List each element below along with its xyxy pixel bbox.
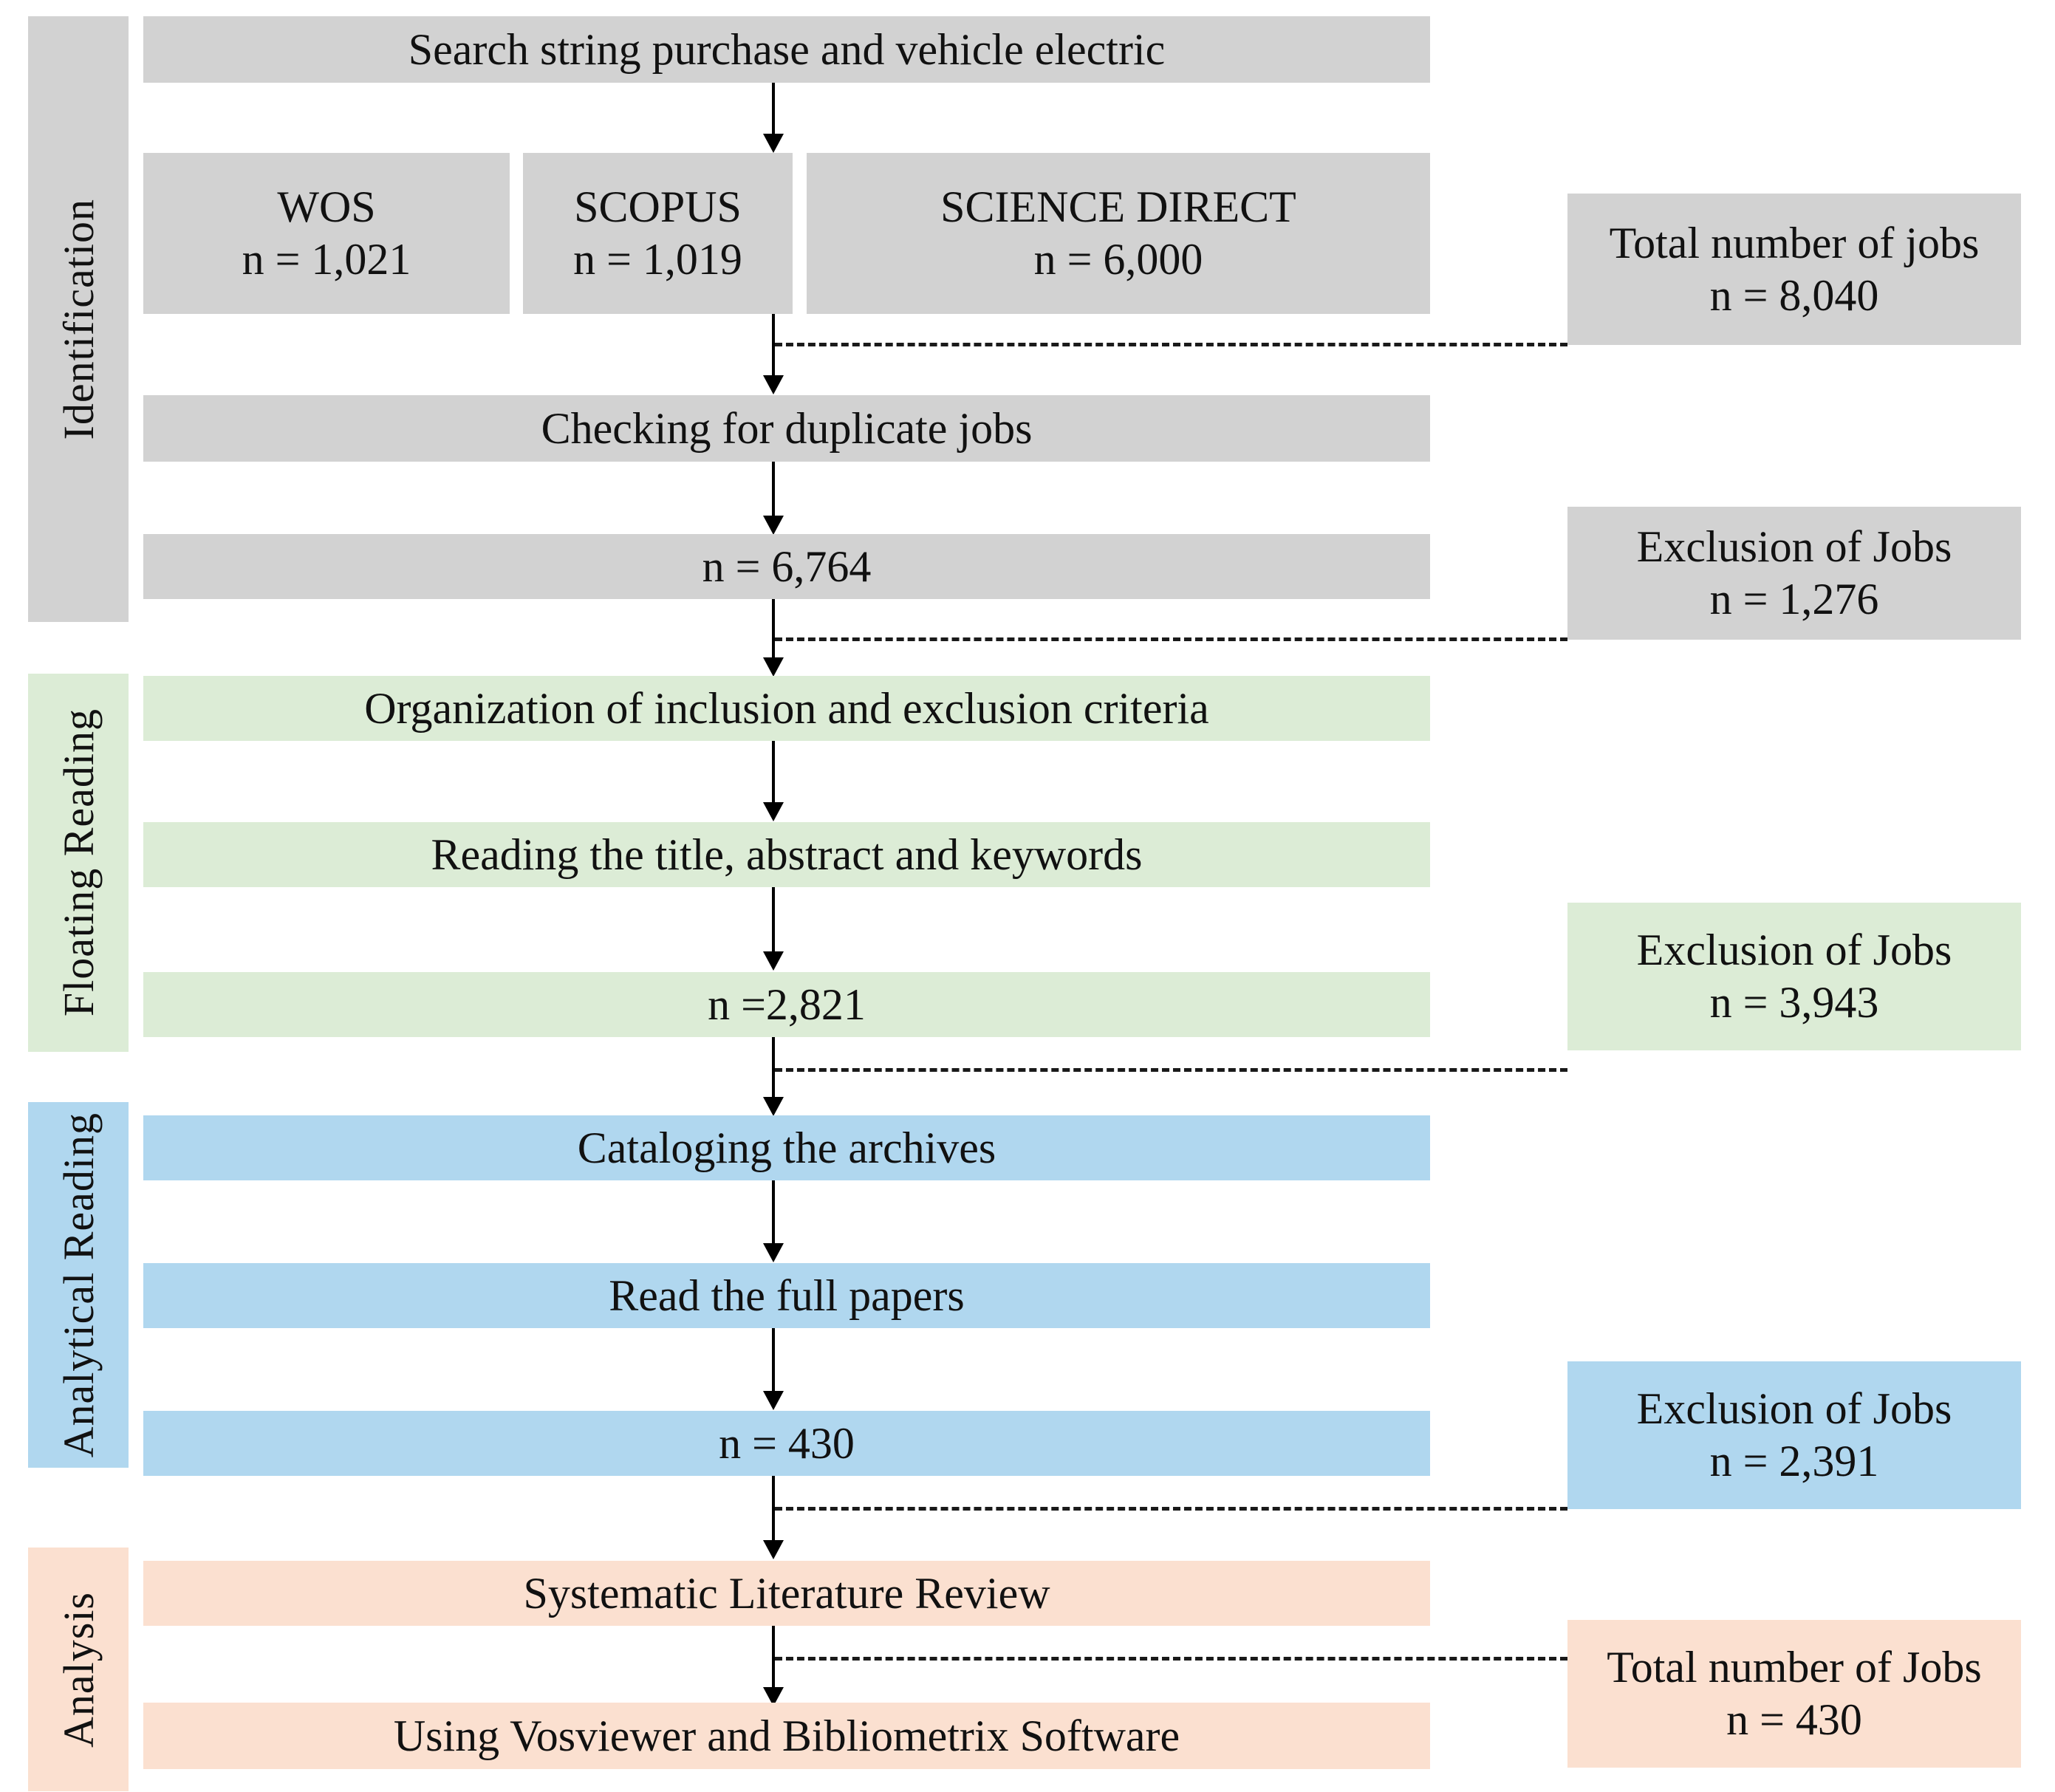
node-wos-line1: WOS xyxy=(277,182,376,232)
node-after-screen-line1: n =2,821 xyxy=(708,979,866,1029)
stage-label-analytical-reading-text: Analytical Reading xyxy=(54,1112,103,1458)
arrow-stem xyxy=(772,1180,775,1245)
arrow-search-to-sources xyxy=(763,83,784,153)
arrow-stem xyxy=(772,1037,775,1099)
arrow-slr-to-software xyxy=(763,1626,784,1707)
node-science-direct-line1: SCIENCE DIRECT xyxy=(940,182,1296,232)
node-exclusion-3-line1: Exclusion of Jobs xyxy=(1636,1384,1952,1434)
node-after-screen: n =2,821 xyxy=(143,972,1430,1037)
node-total-final-line1: Total number of Jobs xyxy=(1607,1643,1982,1692)
node-total-final: Total number of Jobs n = 430 xyxy=(1567,1620,2021,1768)
node-slr: Systematic Literature Review xyxy=(143,1561,1430,1626)
node-scopus-line1: SCOPUS xyxy=(574,182,742,232)
stage-label-identification: Identification xyxy=(28,16,129,622)
arrow-head xyxy=(763,375,784,394)
node-total-final-line2: n = 430 xyxy=(1726,1695,1862,1744)
node-slr-line1: Systematic Literature Review xyxy=(523,1568,1050,1618)
node-scopus-line2: n = 1,019 xyxy=(573,235,742,284)
node-full-papers-line1: Read the full papers xyxy=(609,1271,965,1320)
node-title-abstract-line1: Reading the title, abstract and keywords xyxy=(431,830,1143,879)
arrow-head xyxy=(763,516,784,535)
stage-label-analytical-reading: Analytical Reading xyxy=(28,1102,129,1468)
node-exclusion-1-line1: Exclusion of Jobs xyxy=(1636,522,1952,572)
node-exclusion-2-line2: n = 3,943 xyxy=(1709,978,1879,1027)
node-criteria: Organization of inclusion and exclusion … xyxy=(143,676,1430,741)
node-duplicate-check: Checking for duplicate jobs xyxy=(143,395,1430,462)
arrow-stem xyxy=(772,887,775,954)
arrow-stem xyxy=(772,314,775,377)
stage-label-identification-text: Identification xyxy=(54,198,103,440)
node-total-jobs-line1: Total number of jobs xyxy=(1609,218,1980,267)
arrow-stem xyxy=(772,1476,775,1542)
node-scopus: SCOPUS n = 1,019 xyxy=(523,153,793,314)
arrow-head xyxy=(763,951,784,971)
node-exclusion-2: Exclusion of Jobs n = 3,943 xyxy=(1567,903,2021,1050)
node-cataloging-line1: Cataloging the archives xyxy=(577,1123,996,1172)
arrow-stem xyxy=(772,1626,775,1689)
node-after-dupes-line1: n = 6,764 xyxy=(702,541,872,591)
arrow-head xyxy=(763,1391,784,1410)
node-exclusion-1-line2: n = 1,276 xyxy=(1709,575,1879,623)
dashed-link-total-final xyxy=(775,1657,1567,1661)
node-title-abstract: Reading the title, abstract and keywords xyxy=(143,822,1430,887)
node-after-full-line1: n = 430 xyxy=(719,1418,855,1468)
arrow-title-to-count xyxy=(763,887,784,972)
node-software: Using Vosviewer and Bibliometrix Softwar… xyxy=(143,1703,1430,1769)
dashed-link-exclusion-3 xyxy=(775,1507,1567,1511)
arrow-stem xyxy=(772,83,775,136)
arrow-count-to-criteria xyxy=(763,599,784,677)
node-after-full: n = 430 xyxy=(143,1411,1430,1476)
arrow-head xyxy=(763,1243,784,1262)
arrow-head xyxy=(763,134,784,153)
node-science-direct: SCIENCE DIRECT n = 6,000 xyxy=(807,153,1430,314)
arrow-head xyxy=(763,657,784,677)
arrow-criteria-to-title xyxy=(763,741,784,822)
arrow-screen-to-cataloging xyxy=(763,1037,784,1117)
node-cataloging: Cataloging the archives xyxy=(143,1115,1430,1180)
node-exclusion-3: Exclusion of Jobs n = 2,391 xyxy=(1567,1361,2021,1509)
arrow-duplicates-to-count xyxy=(763,462,784,536)
node-total-jobs: Total number of jobs n = 8,040 xyxy=(1567,194,2021,345)
node-software-line1: Using Vosviewer and Bibliometrix Softwar… xyxy=(393,1711,1180,1760)
stage-label-floating-reading-text: Floating Reading xyxy=(54,708,103,1017)
stage-label-analysis-text: Analysis xyxy=(54,1591,103,1748)
node-total-jobs-line2: n = 8,040 xyxy=(1709,270,1879,320)
arrow-stem xyxy=(772,599,775,660)
arrow-stem xyxy=(772,741,775,804)
node-exclusion-2-line1: Exclusion of Jobs xyxy=(1636,926,1952,975)
arrow-full-to-count xyxy=(763,1328,784,1411)
node-exclusion-3-line2: n = 2,391 xyxy=(1709,1437,1879,1485)
node-science-direct-line2: n = 6,000 xyxy=(1033,235,1203,284)
node-duplicate-check-line1: Checking for duplicate jobs xyxy=(541,403,1033,453)
node-wos-line2: n = 1,021 xyxy=(242,235,411,284)
node-search-string: Search string purchase and vehicle elect… xyxy=(143,16,1430,83)
stage-label-floating-reading: Floating Reading xyxy=(28,674,129,1052)
node-exclusion-1: Exclusion of Jobs n = 1,276 xyxy=(1567,507,2021,640)
arrow-cataloging-to-full xyxy=(763,1180,784,1263)
dashed-link-total-jobs xyxy=(775,343,1567,346)
dashed-link-exclusion-2 xyxy=(775,1068,1567,1072)
arrow-sources-to-duplicates xyxy=(763,314,784,395)
stage-label-analysis: Analysis xyxy=(28,1548,129,1791)
node-after-dupes: n = 6,764 xyxy=(143,534,1430,599)
node-criteria-line1: Organization of inclusion and exclusion … xyxy=(364,683,1209,733)
arrow-count-to-slr xyxy=(763,1476,784,1561)
arrow-head xyxy=(763,1540,784,1559)
node-search-string-line1: Search string purchase and vehicle elect… xyxy=(408,24,1166,74)
arrow-stem xyxy=(772,462,775,518)
dashed-link-exclusion-1 xyxy=(775,637,1567,641)
node-wos: WOS n = 1,021 xyxy=(143,153,510,314)
node-full-papers: Read the full papers xyxy=(143,1263,1430,1328)
arrow-head xyxy=(763,802,784,821)
arrow-stem xyxy=(772,1328,775,1393)
arrow-head xyxy=(763,1097,784,1116)
